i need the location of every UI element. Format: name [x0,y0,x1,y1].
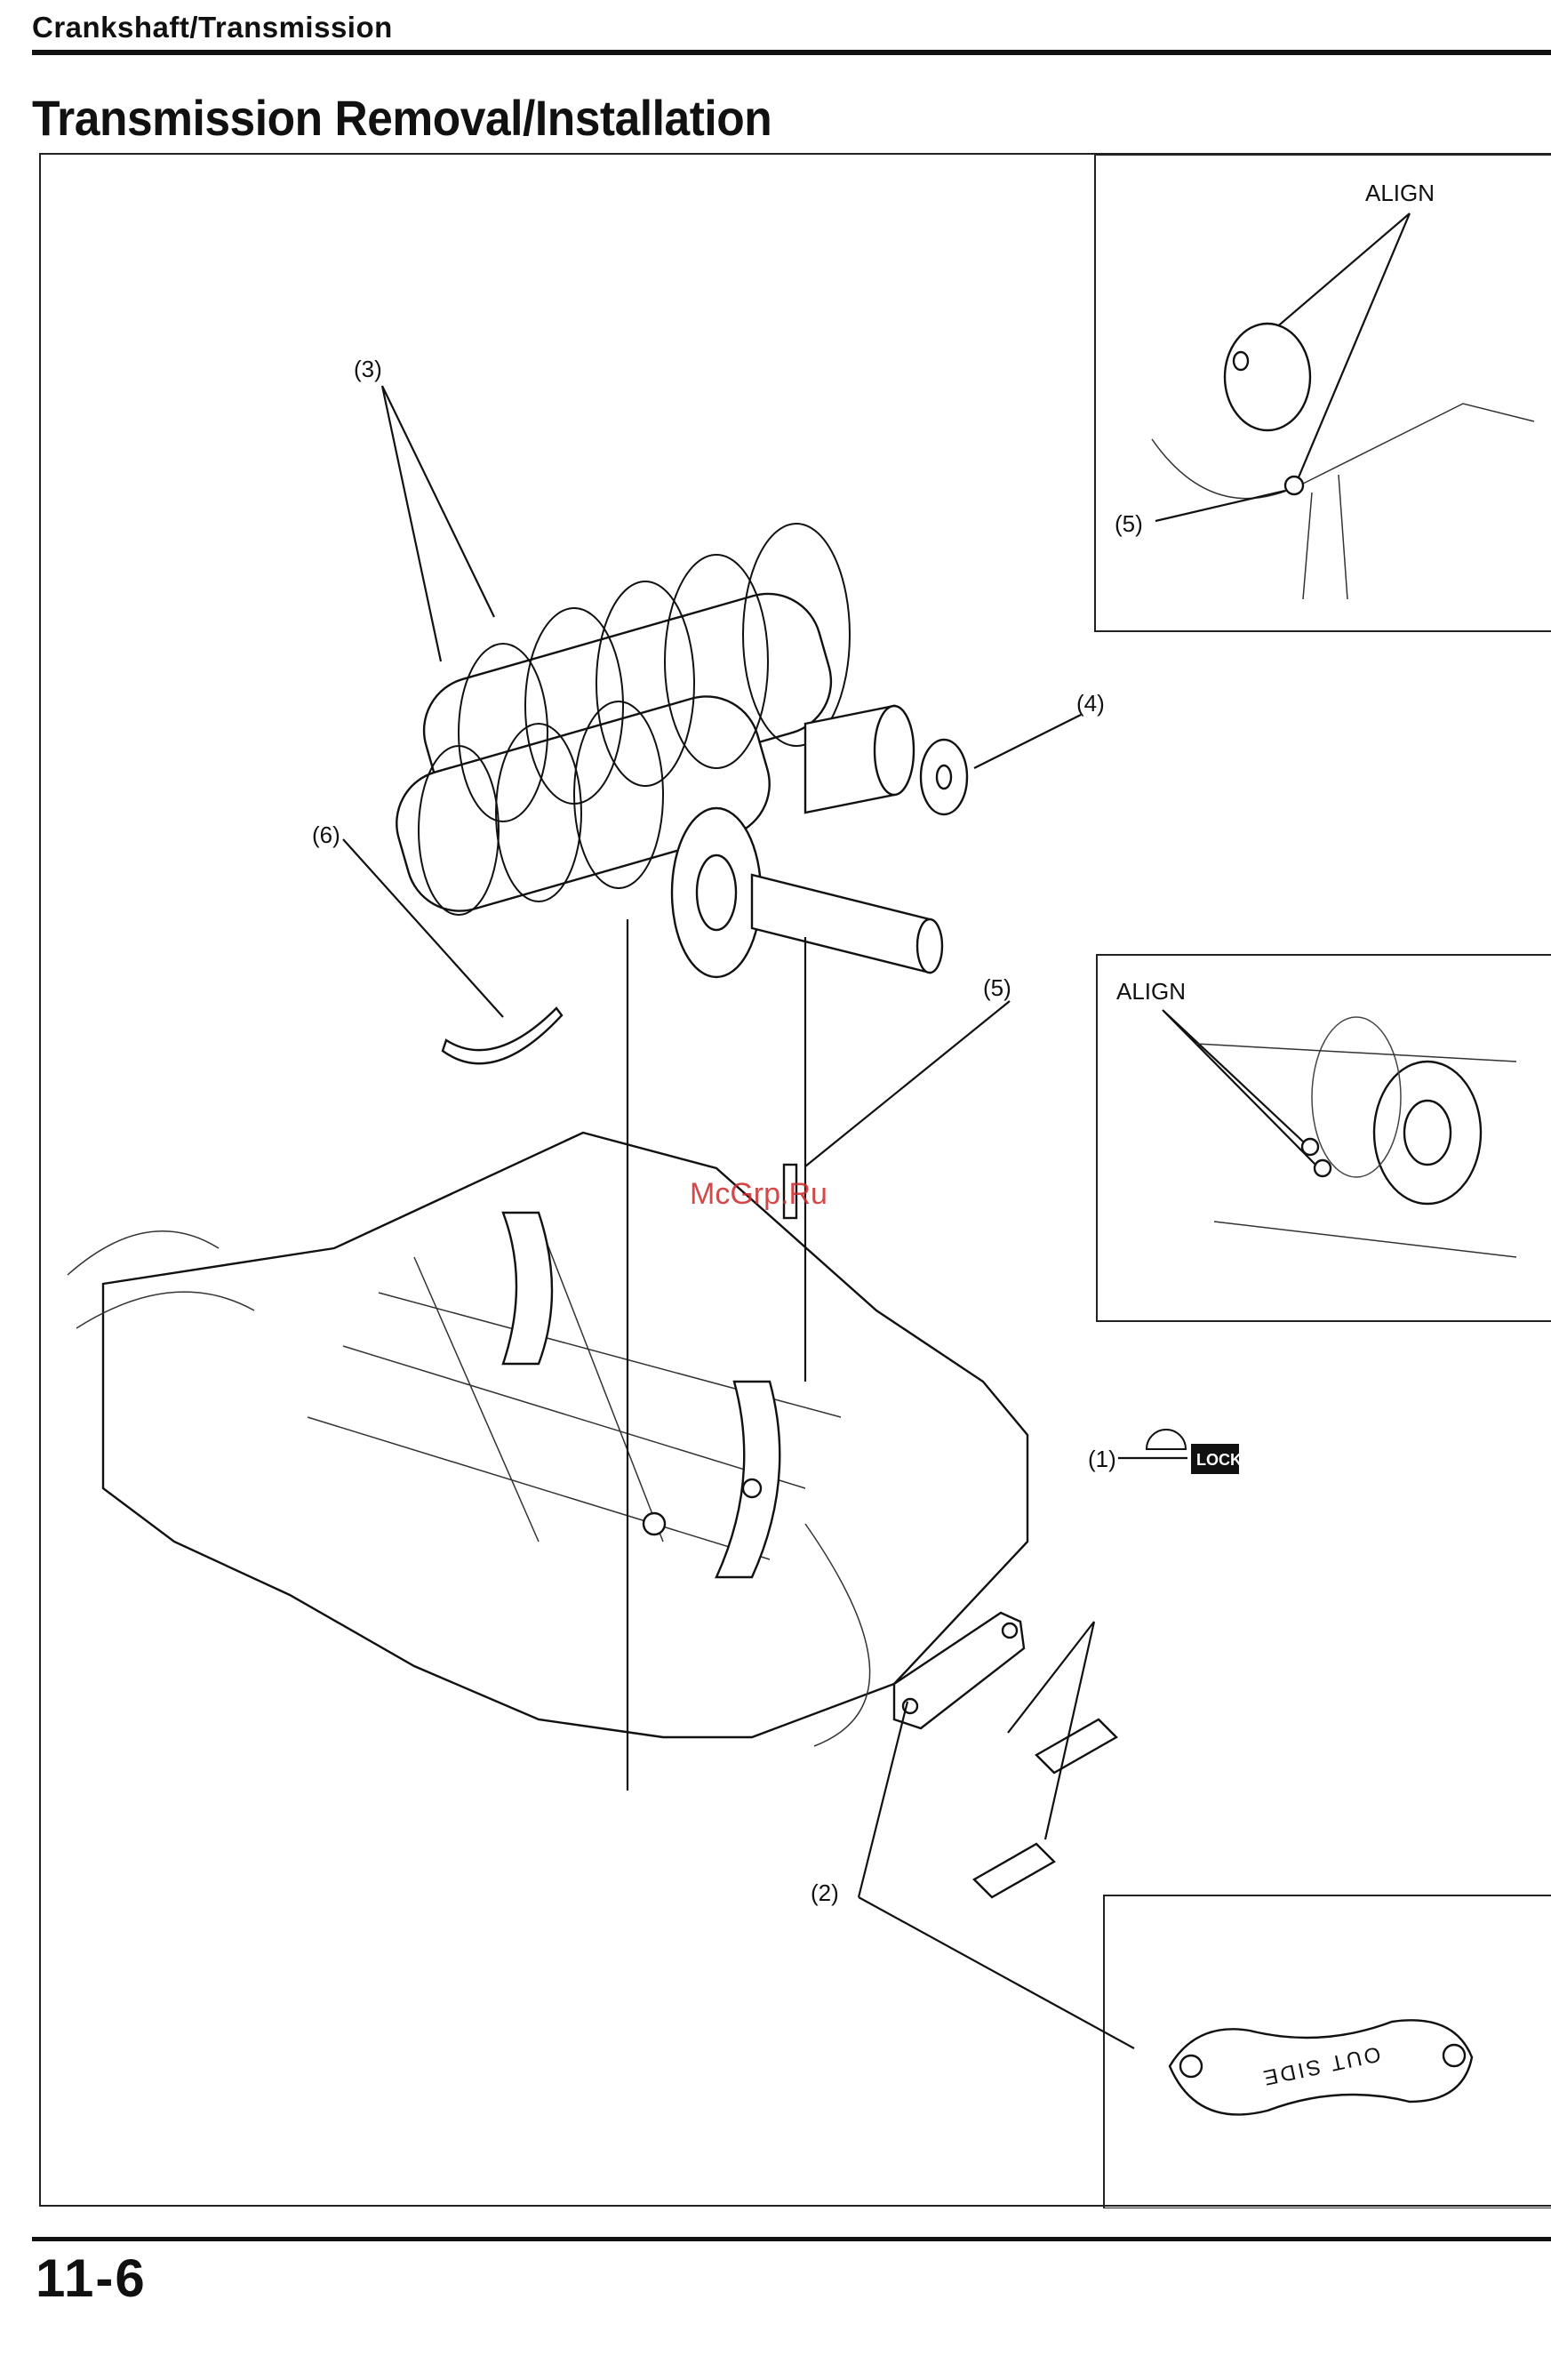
callout-4: (4) [1076,690,1105,717]
inset-top-frame [1095,155,1551,631]
inset-middle-drawing: ALIGN [1116,978,1516,1257]
callout-5-inset: (5) [1115,510,1143,537]
footer-rule [32,2237,1551,2241]
lock-badge: LOCK [1118,1430,1242,1474]
callout-6: (6) [312,821,340,848]
bolts [974,1719,1116,1897]
inset-bottom-drawing: OUT SIDE [1170,2020,1472,2114]
diagram-svg: (3) (4) (6) (5) (1) (2) LOCK ALIGN (5) A… [41,155,1551,2208]
inset-middle-frame [1097,955,1551,1321]
exploded-diagram-figure: (3) (4) (6) (5) (1) (2) LOCK ALIGN (5) A… [39,153,1551,2207]
section-header: Crankshaft/Transmission [32,11,393,44]
callout-1: (1) [1088,1446,1116,1472]
callout-2: (2) [811,1879,839,1906]
callout-5-main: (5) [983,974,1011,1001]
inset-middle-align-label: ALIGN [1116,978,1186,1005]
header-rule [32,50,1551,55]
crankcase-drawing [68,1133,1027,1746]
svg-text:LOCK: LOCK [1196,1451,1242,1469]
page-title: Transmission Removal/Installation [32,89,772,147]
inset-top-align-label: ALIGN [1365,180,1435,206]
callout-3: (3) [354,356,382,382]
transmission-shafts [384,524,942,977]
page-number: 11-6 [36,2248,147,2309]
watermark-text: McGrp.Ru [690,1177,827,1211]
inset-top-drawing: ALIGN (5) [1115,180,1534,599]
